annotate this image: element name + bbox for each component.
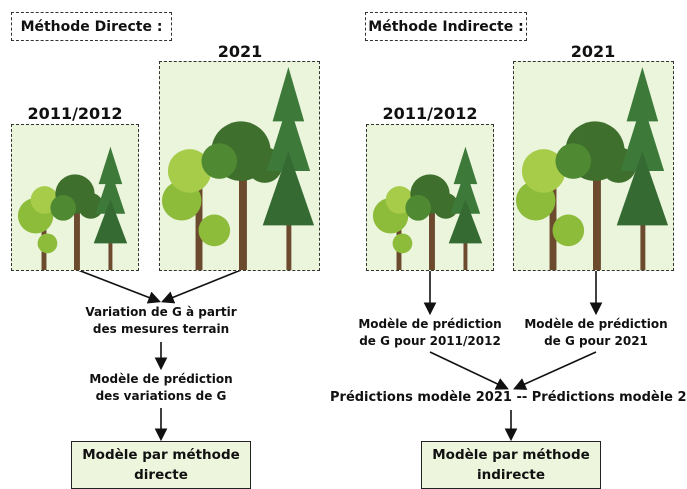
direct-year-old: 2011/2012 bbox=[27, 104, 123, 123]
indirect-final-box: Modèle par méthode indirecte bbox=[421, 441, 601, 489]
arrow-old-to-variation bbox=[77, 269, 161, 304]
indirect-model-old-line1: Modèle de prédiction bbox=[358, 317, 502, 331]
direct-final-box: Modèle par méthode directe bbox=[71, 441, 251, 489]
direct-final-line2: directe bbox=[134, 467, 188, 483]
direct-variation-line2: des mesures terrain bbox=[92, 322, 230, 336]
forest-image-2021-indirect bbox=[513, 61, 674, 271]
indirect-model-new-line2: de G pour 2021 bbox=[544, 334, 648, 348]
trees-grown-illustration bbox=[161, 66, 315, 270]
indirect-model-new-step: Modèle de prédiction de G pour 2021 bbox=[521, 316, 671, 350]
forest-image-2011-direct bbox=[11, 124, 139, 271]
indirect-predictions-difference: Prédictions modèle 2021 -- Prédictions m… bbox=[330, 390, 687, 405]
indirect-method-title: Méthode Indirecte : bbox=[365, 12, 527, 41]
direct-variation-line1: Variation de G à partir bbox=[85, 305, 237, 319]
trees-young-illustration bbox=[17, 146, 128, 270]
forest-image-2021-direct bbox=[159, 61, 320, 271]
indirect-model-old-line2: de G pour 2011/2012 bbox=[359, 334, 501, 348]
indirect-final-line2: indirecte bbox=[477, 467, 545, 483]
indirect-year-new: 2021 bbox=[570, 42, 616, 61]
arrow-model-old-to-predictions bbox=[429, 351, 509, 390]
direct-model-step: Modèle de prédiction des variations de G bbox=[70, 371, 252, 405]
direct-final-line1: Modèle par méthode bbox=[82, 447, 240, 463]
direct-model-line1: Modèle de prédiction bbox=[89, 372, 233, 386]
indirect-model-old-step: Modèle de prédiction de G pour 2011/2012 bbox=[355, 316, 505, 350]
arrow-model-new-to-predictions bbox=[513, 351, 597, 390]
direct-model-line2: des variations de G bbox=[95, 389, 227, 403]
arrow-new-to-variation bbox=[161, 269, 242, 304]
direct-method-title: Méthode Directe : bbox=[11, 12, 172, 41]
direct-variation-step: Variation de G à partir des mesures terr… bbox=[70, 304, 252, 338]
forest-image-2011-indirect bbox=[366, 124, 494, 271]
indirect-final-line1: Modèle par méthode bbox=[432, 447, 590, 463]
indirect-method-title-text: Méthode Indirecte : bbox=[368, 18, 524, 35]
trees-young-illustration bbox=[372, 146, 483, 270]
indirect-model-new-line1: Modèle de prédiction bbox=[524, 317, 668, 331]
trees-grown-illustration bbox=[515, 66, 669, 270]
direct-method-title-text: Méthode Directe : bbox=[20, 18, 163, 35]
direct-year-new: 2021 bbox=[217, 42, 263, 61]
indirect-year-old: 2011/2012 bbox=[382, 104, 478, 123]
